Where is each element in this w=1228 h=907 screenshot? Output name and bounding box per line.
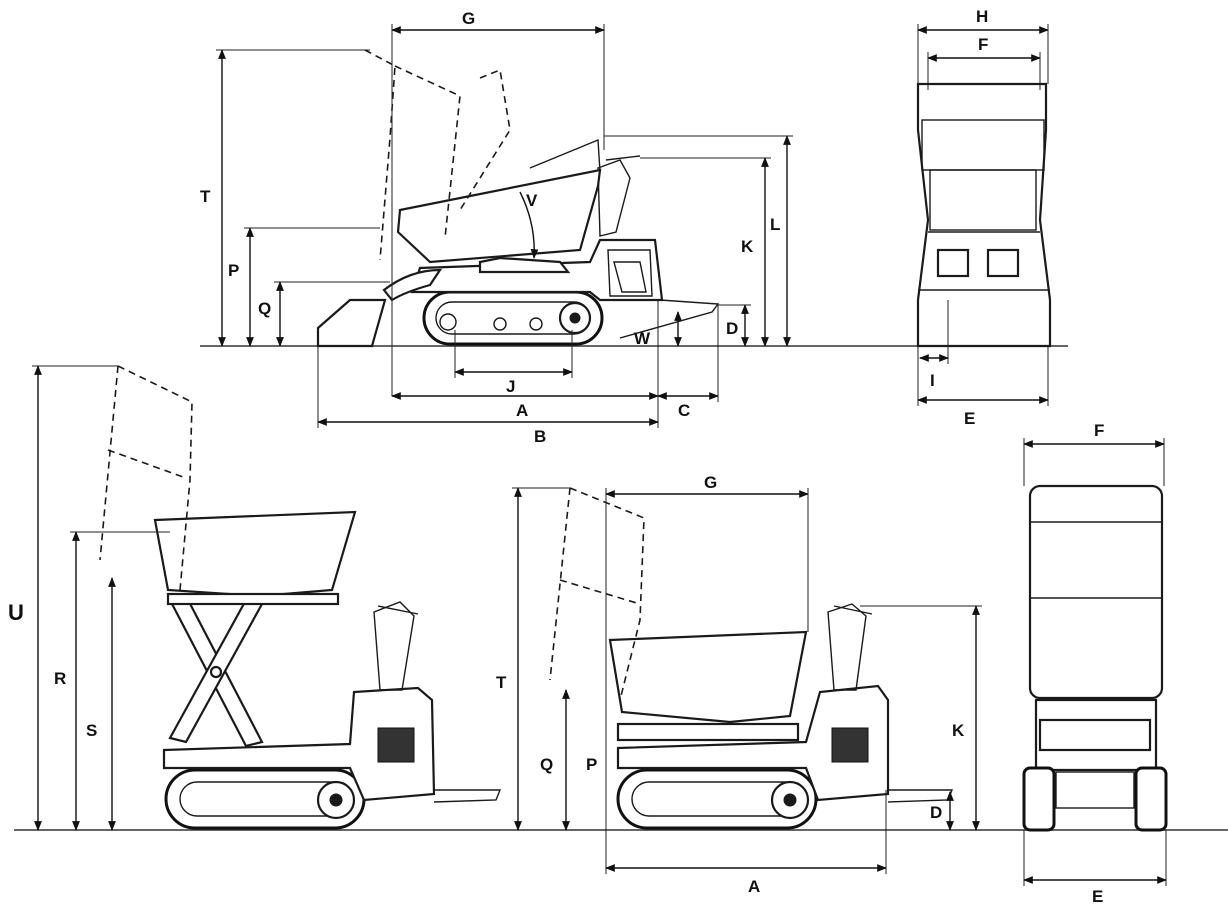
label-K: K [952,721,965,740]
engine-grille [831,727,869,763]
side-view-standard: G T P Q V K L D W J A C B [200,9,1068,446]
dimension-labels: G T P Q V K L D W J A C B [200,9,780,446]
bucket-raised [569,487,645,701]
skip-bucket [396,168,602,264]
label-Q: Q [258,299,271,318]
bucket-raised [364,49,396,261]
footplate [433,789,502,803]
label-F: F [978,35,988,54]
footplate [619,299,720,339]
chassis [410,155,664,302]
front-view-self-loading: F E [1022,421,1168,906]
front-frame [916,82,1052,348]
side-view-high-tip: U R S [8,365,1228,831]
label-E: E [964,409,975,428]
side-view-self-loading: G T Q P K D A [496,473,982,896]
label-W: W [634,329,651,348]
chassis [162,686,436,802]
label-T: T [200,187,211,206]
label-T: T [496,673,507,692]
label-K: K [741,237,754,256]
track-assembly [164,768,366,830]
label-P: P [586,755,597,774]
lift-arm [382,268,443,302]
engine-grille [377,727,415,763]
label-U: U [8,600,24,625]
label-D: D [726,319,738,338]
bucket-lowered [316,298,387,348]
chassis [616,684,890,802]
footplate [887,789,954,803]
label-J: J [506,377,515,396]
label-L: L [770,215,780,234]
track-assembly [616,768,818,830]
label-V: V [526,191,538,210]
bucket-raised [117,365,193,591]
label-C: C [678,401,690,420]
scissor-lift [168,594,264,748]
front-skip [1028,484,1164,700]
label-A: A [748,877,760,896]
label-S: S [86,721,97,740]
label-B: B [534,427,546,446]
label-P: P [228,261,239,280]
skip-bucket [153,510,357,598]
label-Q: Q [540,755,553,774]
skip-bucket [608,630,808,724]
label-G: G [704,473,717,492]
label-E: E [1092,887,1103,906]
label-D: D [930,803,942,822]
right-track [1134,766,1168,832]
dimensions [216,24,793,428]
label-R: R [54,669,66,688]
label-A: A [516,401,528,420]
label-G: G [462,9,475,28]
left-track [1022,766,1056,832]
label-H: H [976,7,988,26]
label-I: I [930,371,935,390]
track-assembly [422,290,604,346]
front-view-standard: H F I E [916,7,1052,428]
label-F: F [1094,421,1104,440]
